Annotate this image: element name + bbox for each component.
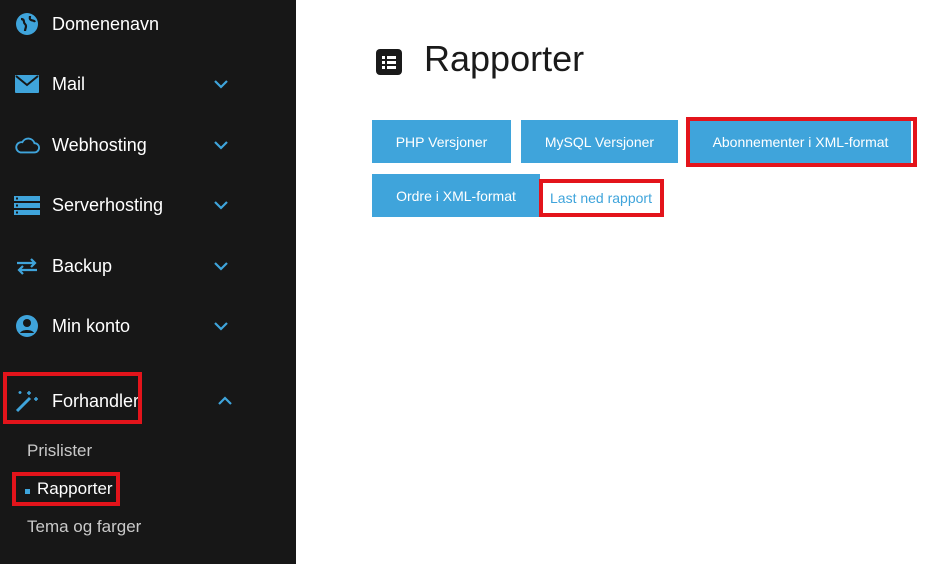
sidebar-item-min-konto[interactable]: Min konto bbox=[0, 306, 296, 346]
swap-arrows-icon bbox=[14, 254, 40, 278]
php-versjoner-button[interactable]: PHP Versjoner bbox=[372, 120, 511, 163]
sidebar-item-serverhosting[interactable]: Serverhosting bbox=[0, 185, 296, 225]
chevron-down-icon[interactable] bbox=[212, 137, 230, 153]
chevron-down-icon[interactable] bbox=[212, 318, 230, 334]
magic-wand-icon bbox=[14, 389, 40, 413]
active-bullet-icon bbox=[25, 489, 30, 494]
sidebar-item-forhandler[interactable]: Forhandler bbox=[0, 381, 296, 421]
abonnementer-xml-button[interactable]: Abonnementer i XML-format bbox=[690, 120, 911, 163]
user-icon bbox=[14, 314, 40, 338]
sidebar-subitem-rapporter[interactable]: Rapporter bbox=[37, 479, 113, 498]
sidebar-subitem-prislister[interactable]: Prislister bbox=[27, 441, 93, 460]
sidebar-subitem-tema-og-farger[interactable]: Tema og farger bbox=[27, 517, 142, 536]
cloud-icon bbox=[14, 133, 40, 157]
sidebar-item-mail[interactable]: Mail bbox=[0, 64, 296, 104]
sidebar-item-label: Mail bbox=[52, 74, 86, 94]
server-icon bbox=[14, 193, 40, 217]
last-ned-rapport-link[interactable]: Last ned rapport bbox=[550, 190, 652, 206]
sidebar-item-label: Forhandler bbox=[52, 391, 140, 411]
mysql-versjoner-button[interactable]: MySQL Versjoner bbox=[521, 120, 678, 163]
list-icon bbox=[376, 49, 402, 75]
sidebar-item-webhosting[interactable]: Webhosting bbox=[0, 125, 296, 165]
sidebar-item-domenenavn[interactable]: Domenenavn bbox=[0, 4, 296, 44]
ordre-xml-button[interactable]: Ordre i XML-format bbox=[372, 174, 540, 217]
chevron-up-icon[interactable] bbox=[216, 393, 234, 409]
sidebar-item-label: Backup bbox=[52, 256, 113, 276]
chevron-down-icon[interactable] bbox=[212, 258, 230, 274]
sidebar-item-label: Serverhosting bbox=[52, 195, 164, 215]
sidebar-item-label: Min konto bbox=[52, 316, 131, 336]
sidebar: Domenenavn Mail Webhosting Serverhosting… bbox=[0, 0, 296, 564]
globe-icon bbox=[14, 12, 40, 36]
sidebar-item-backup[interactable]: Backup bbox=[0, 246, 296, 286]
sidebar-item-label: Webhosting bbox=[52, 135, 147, 155]
sidebar-item-label: Domenenavn bbox=[52, 14, 160, 34]
chevron-down-icon[interactable] bbox=[212, 197, 230, 213]
chevron-down-icon[interactable] bbox=[212, 76, 230, 92]
mail-icon bbox=[14, 72, 40, 96]
page-title: Rapporter bbox=[424, 38, 585, 79]
